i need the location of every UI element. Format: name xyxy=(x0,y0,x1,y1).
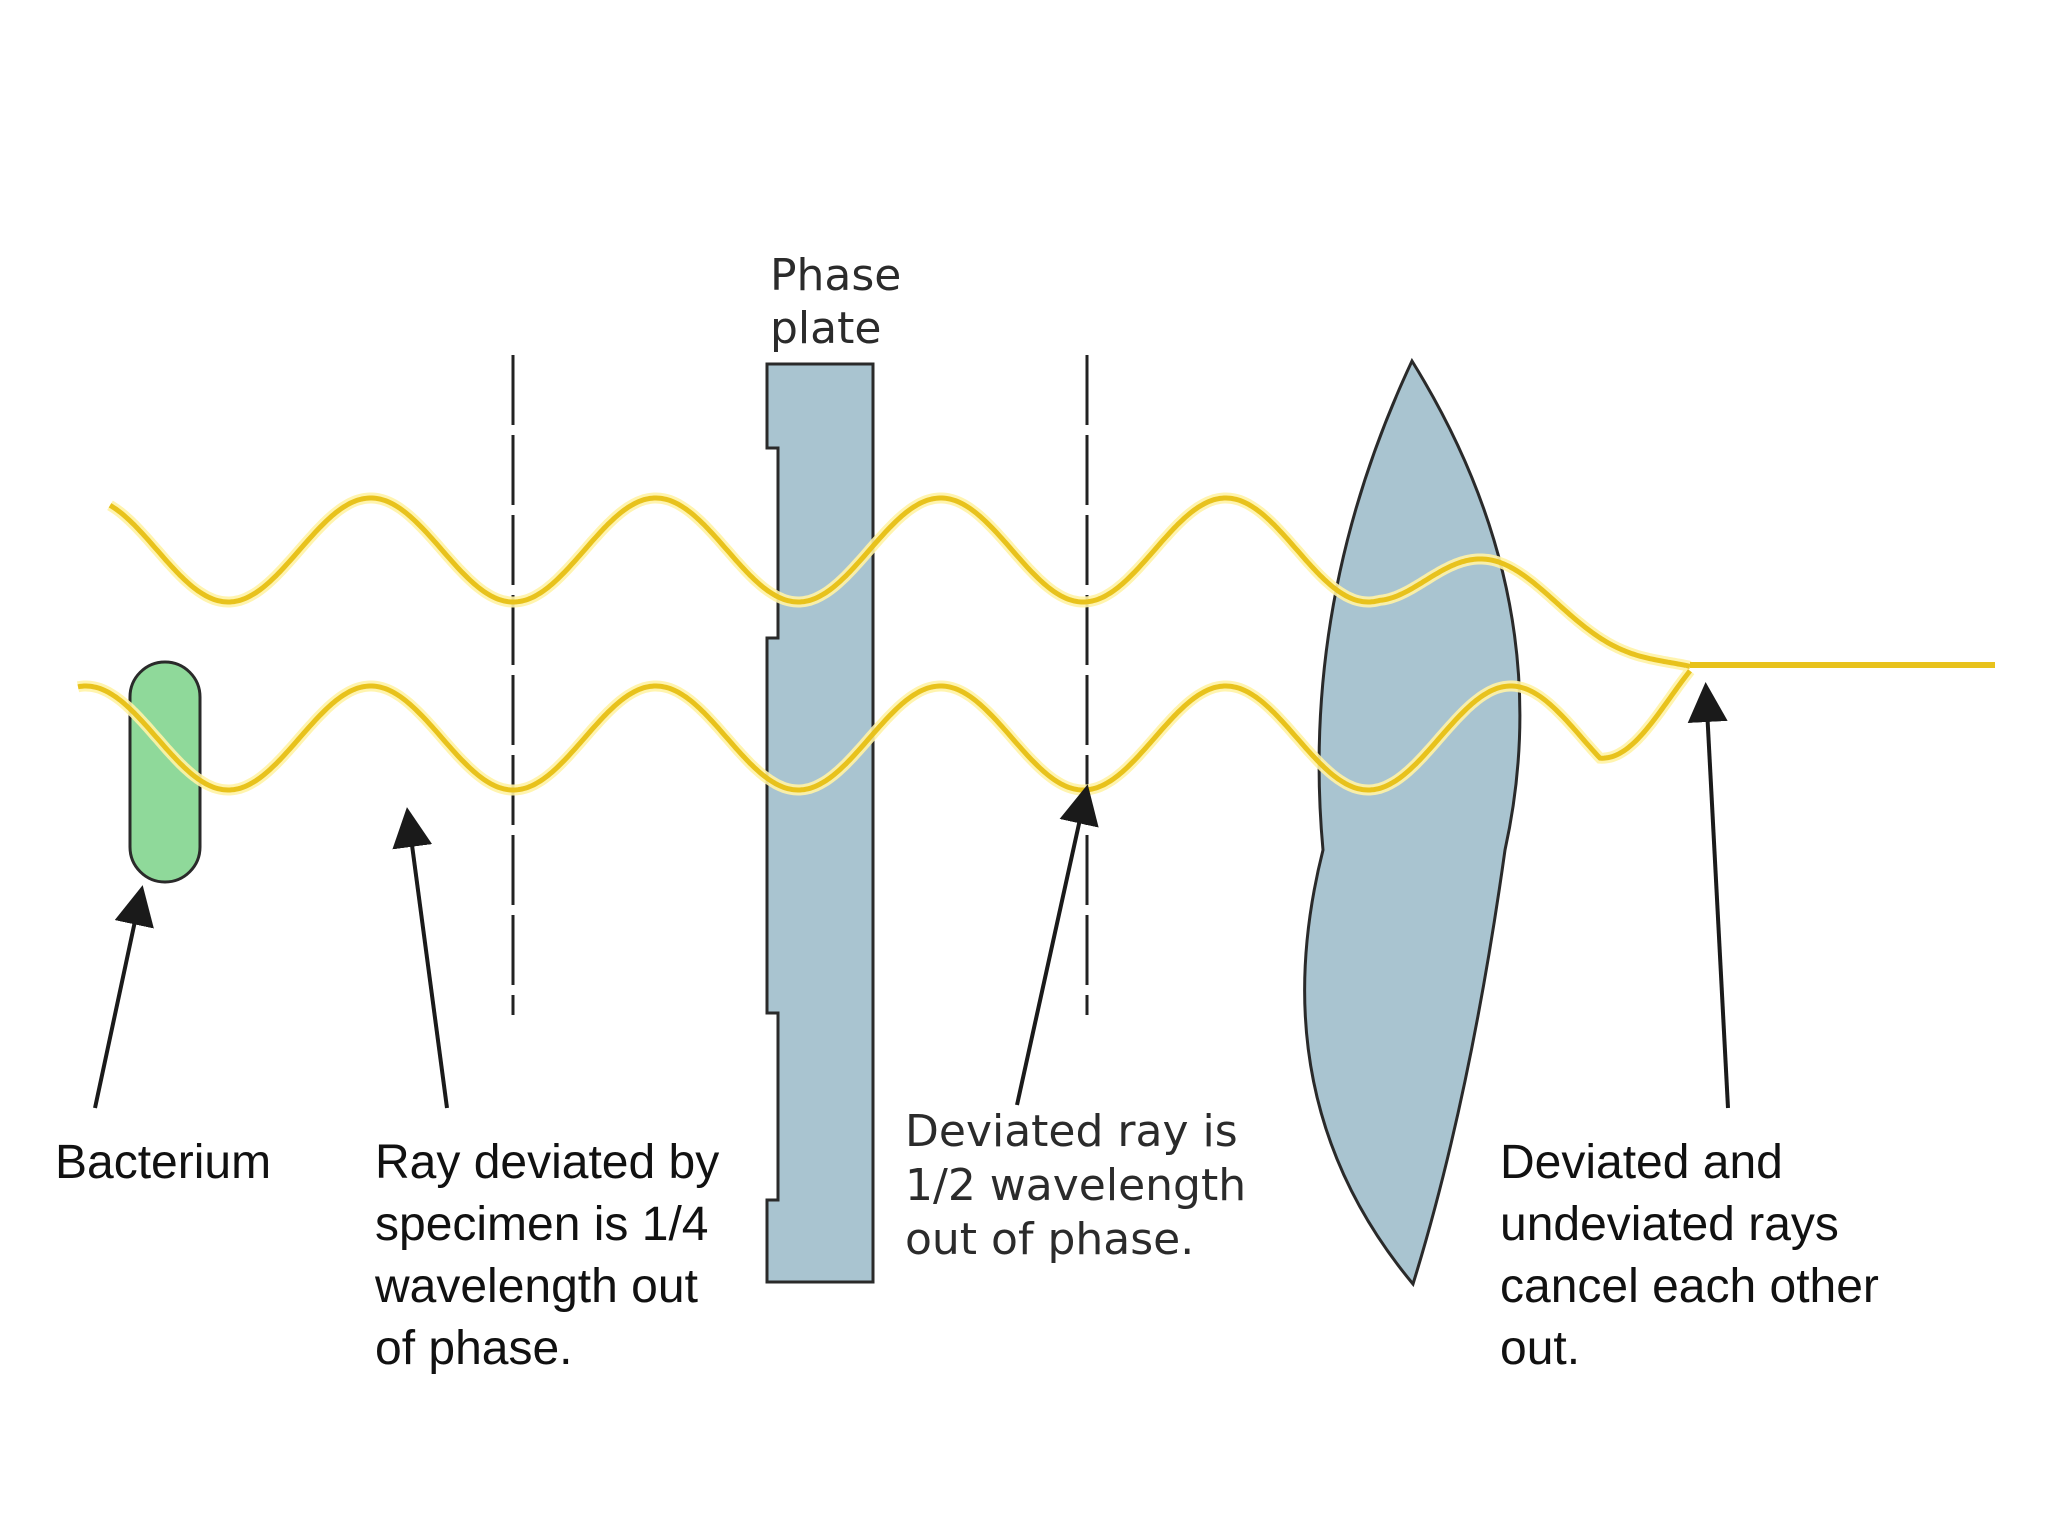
cancel-label: Deviated and undeviated rays cancel each… xyxy=(1500,1136,1892,1375)
deviated-ray xyxy=(77,669,1692,793)
bacterium xyxy=(128,660,202,884)
half-wavelength-label: Deviated ray is 1/2 wavelength out of ph… xyxy=(905,1106,1260,1265)
bacterium-label: Bacterium xyxy=(55,1136,271,1189)
phase-plate xyxy=(765,362,875,1284)
quarter-wavelength-label: Ray deviated by specimen is 1/4 waveleng… xyxy=(374,1136,733,1375)
undeviated-ray xyxy=(108,495,1691,669)
lens xyxy=(1303,357,1522,1288)
half-phase-arrow xyxy=(1015,784,1099,1106)
quarter-phase-arrow xyxy=(392,807,449,1109)
phase-plate-label: Phase plate xyxy=(770,250,915,354)
cancel-arrow xyxy=(1687,682,1730,1109)
light-rays xyxy=(76,492,1995,796)
bacterium-arrow xyxy=(93,885,154,1109)
